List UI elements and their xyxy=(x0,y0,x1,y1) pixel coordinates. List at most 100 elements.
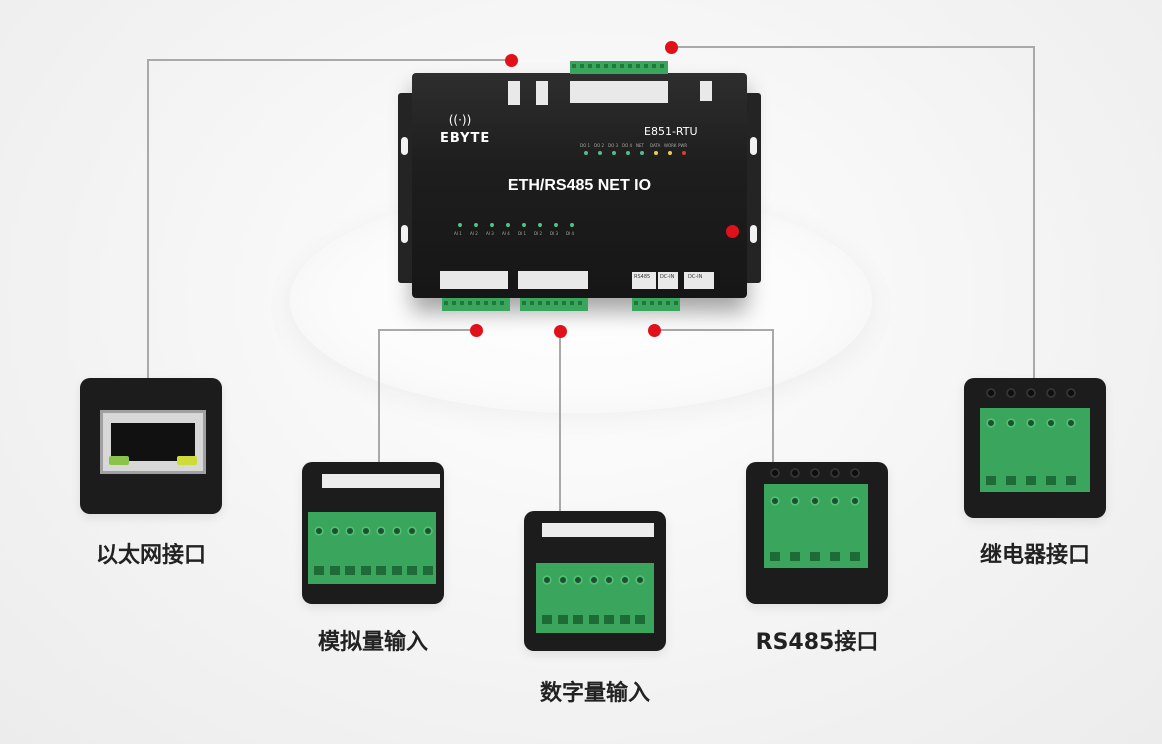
terminal-screw xyxy=(986,418,996,428)
dcin-jack-label: DC-IN xyxy=(684,272,714,289)
input-led xyxy=(458,223,462,227)
mount-ear-left xyxy=(398,93,412,283)
mount-slot xyxy=(750,137,757,155)
status-led-label: PWR xyxy=(678,143,688,148)
model-label: E851-RTU xyxy=(644,125,698,138)
line-analog xyxy=(378,329,476,462)
terminal-slot xyxy=(542,615,552,624)
input-led-label: AI 4 xyxy=(502,231,510,236)
input-led-label: DI 1 xyxy=(518,231,527,236)
terminal-screw xyxy=(850,496,860,506)
terminal-slot xyxy=(360,566,371,575)
relay-label-strip xyxy=(570,81,668,103)
status-led-label: NET xyxy=(636,143,644,148)
relay-card xyxy=(964,378,1106,518)
line-ethernet xyxy=(147,59,511,380)
terminal-slot xyxy=(329,566,340,575)
analog-caption: 模拟量输入 xyxy=(317,630,428,655)
terminal-slot xyxy=(790,552,800,561)
terminal-screw xyxy=(588,575,599,585)
terminal-screw xyxy=(557,575,568,585)
terminal-screw xyxy=(1046,418,1056,428)
terminal-screw xyxy=(1026,418,1036,428)
relay-caption: 继电器接口 xyxy=(979,543,1090,568)
terminal-screw xyxy=(830,496,840,506)
terminal-screw xyxy=(360,526,371,536)
terminal-slot xyxy=(635,615,645,624)
terminal-screw xyxy=(345,526,355,536)
ethernet-card xyxy=(80,378,222,514)
brand-logo: EBYTE xyxy=(440,131,491,146)
status-led xyxy=(682,151,686,155)
digital-terminal-label xyxy=(542,523,654,537)
terminal-screw xyxy=(619,575,630,585)
digital-label-strip xyxy=(518,271,588,289)
status-led-label: DATA xyxy=(650,143,661,148)
terminal-screw xyxy=(391,526,402,536)
status-led-label: DO 2 xyxy=(594,143,605,148)
status-led-label: DO 4 xyxy=(622,143,633,148)
input-led-label: AI 3 xyxy=(486,231,494,236)
status-led xyxy=(654,151,658,155)
status-led-label: DO 3 xyxy=(608,143,619,148)
terminal-slot xyxy=(1026,476,1036,485)
connector-dot-rs485 xyxy=(648,324,661,337)
input-led-label: AI 1 xyxy=(454,231,462,236)
terminal-slot xyxy=(314,566,324,575)
connector-dot-ethernet xyxy=(505,54,518,67)
relay-terminal-top xyxy=(570,61,668,74)
rs485-terminal xyxy=(632,298,680,311)
status-led xyxy=(598,151,602,155)
terminal-screw xyxy=(542,575,552,585)
line-rs485 xyxy=(654,329,774,462)
rs485-label-strip: RS485 xyxy=(632,272,656,289)
connector-cap xyxy=(1026,388,1036,398)
terminal-slot xyxy=(810,552,820,561)
terminal-slot xyxy=(619,615,630,624)
input-led xyxy=(554,223,558,227)
terminal-slot xyxy=(573,615,583,624)
terminal-slot xyxy=(604,615,614,624)
connector-cap xyxy=(850,468,860,478)
terminal-screw xyxy=(422,526,433,536)
terminal-slot xyxy=(376,566,386,575)
connector-dot-relay xyxy=(665,41,678,54)
input-led xyxy=(538,223,542,227)
input-led xyxy=(522,223,526,227)
dcin-label-strip: DC-IN xyxy=(658,272,678,289)
status-led xyxy=(612,151,616,155)
connector-dot-digital xyxy=(554,325,567,338)
dcin-port-label: DC-IN xyxy=(660,274,675,280)
input-led-label: DI 4 xyxy=(566,231,575,236)
connector-cap xyxy=(1066,388,1076,398)
analog-label-strip xyxy=(440,271,508,289)
terminal-slot xyxy=(391,566,402,575)
analog-card xyxy=(302,462,444,604)
ethernet-caption: 以太网接口 xyxy=(95,543,206,568)
connector-cap xyxy=(770,468,780,478)
digital-card xyxy=(524,511,666,651)
terminal-slot xyxy=(422,566,433,575)
connector-cap xyxy=(810,468,820,478)
terminal-slot xyxy=(588,615,599,624)
terminal-slot xyxy=(830,552,840,561)
terminal-screw xyxy=(407,526,417,536)
terminal-slot xyxy=(557,615,568,624)
terminal-screw xyxy=(1066,418,1076,428)
wifi-logo-icon: ((·)) xyxy=(448,113,472,127)
terminal-screw xyxy=(635,575,645,585)
connector-cap xyxy=(790,468,800,478)
digital-caption: 数字量输入 xyxy=(539,681,650,706)
connector-cap xyxy=(1006,388,1016,398)
input-led-label: DI 3 xyxy=(550,231,559,236)
terminal-slot xyxy=(850,552,860,561)
input-led xyxy=(474,223,478,227)
rs485-caption: RS485接口 xyxy=(755,630,879,655)
terminal-screw xyxy=(573,575,583,585)
terminal-screw xyxy=(604,575,614,585)
analog-terminal-label xyxy=(322,474,440,488)
reset-label xyxy=(536,81,548,105)
terminal-screw xyxy=(376,526,386,536)
mount-slot xyxy=(750,225,757,243)
terminal-screw xyxy=(790,496,800,506)
